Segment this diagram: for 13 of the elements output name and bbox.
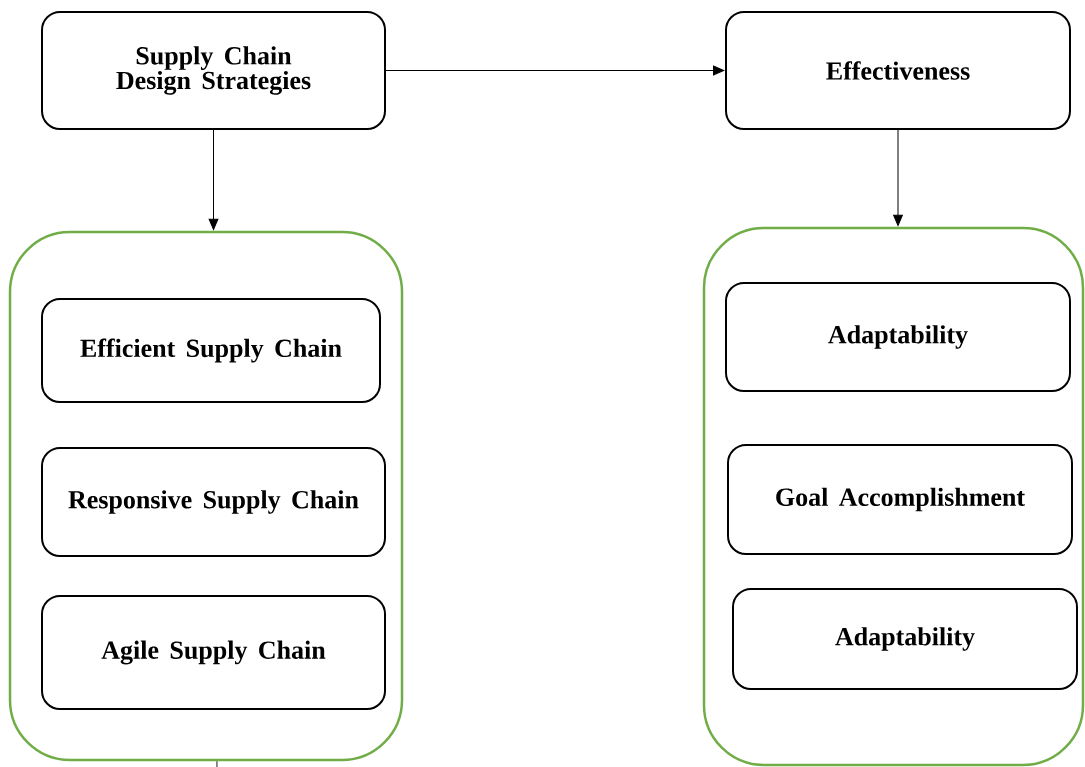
group-box <box>8 230 404 762</box>
text-box: Effectiveness <box>725 11 1071 130</box>
arrow <box>208 129 219 230</box>
text-box: Adaptability <box>732 588 1078 690</box>
text-box: Responsive Supply Chain <box>41 447 386 557</box>
text-box: Goal Accomplishment <box>727 444 1073 555</box>
text-box: Agile Supply Chain <box>41 595 386 710</box>
text-box: Adaptability <box>725 282 1071 392</box>
arrow <box>385 65 725 76</box>
text-box: Supply Chain Design Strategies <box>41 11 386 130</box>
arrow <box>893 129 903 226</box>
group-box <box>702 226 1085 767</box>
text-box: Efficient Supply Chain <box>41 298 381 403</box>
